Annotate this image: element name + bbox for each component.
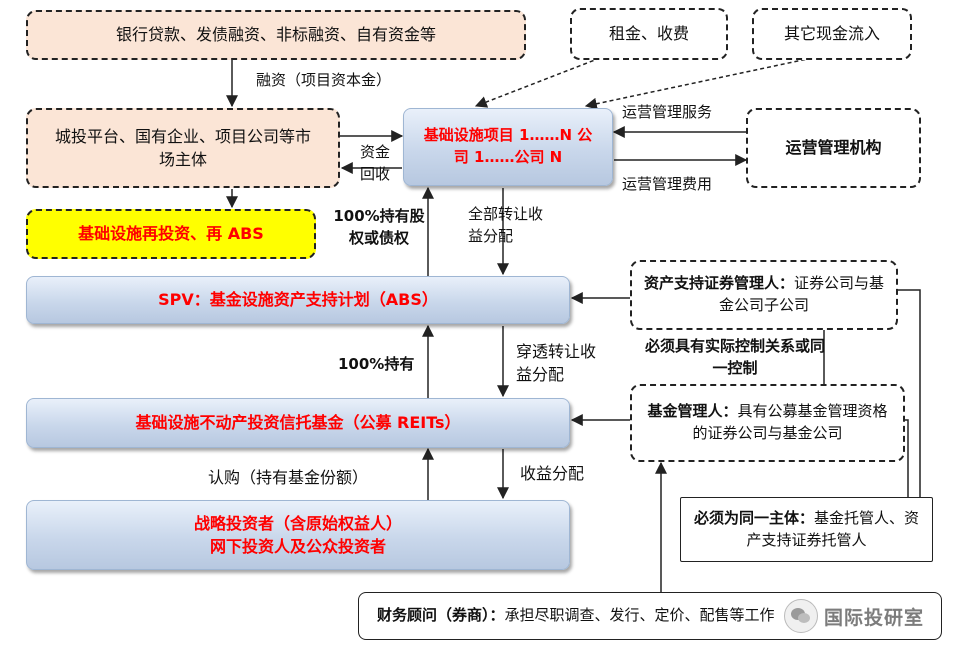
- label-fund-recovery: 资金回收: [360, 143, 391, 183]
- label-ops-fee: 运营管理费用: [622, 175, 713, 193]
- custodian-text: 必须为同一主体：基金托管人、资产支持证券托管人: [691, 508, 922, 552]
- label-transfer-all: 全部转让收益分配: [468, 205, 544, 245]
- label-financing: 融资（项目资本金）: [256, 71, 392, 89]
- wechat-icon: [784, 599, 818, 633]
- funding-sources-text: 银行贷款、发债融资、非标融资、自有资金等: [115, 25, 436, 45]
- spv-box: SPV：基金设施资产支持计划（ABS）: [26, 276, 570, 324]
- advisor-role: 财务顾问（券商）：: [377, 606, 505, 625]
- abs-manager-desc: 证券公司与基金公司子公司: [718, 274, 885, 314]
- fund-manager-box: 基金管理人：具有公募基金管理资格的证券公司与基金公司: [630, 384, 905, 462]
- fund-manager-text: 基金管理人：具有公募基金管理资格的证券公司与基金公司: [642, 401, 893, 445]
- fund-manager-role: 基金管理人：: [647, 402, 738, 421]
- other-cash-box: 其它现金流入: [752, 8, 912, 60]
- advisor-desc: 承担尽职调查、发行、定价、配售等工作: [504, 606, 775, 625]
- abs-manager-role: 资产支持证券管理人：: [643, 274, 794, 293]
- custodian-role: 必须为同一主体：: [693, 508, 814, 527]
- market-entity-text: 城投平台、国有企业、项目公司等市场主体: [54, 126, 311, 169]
- watermark: 国际投研室: [784, 596, 962, 636]
- custodian-box: 必须为同一主体：基金托管人、资产支持证券托管人: [680, 497, 933, 562]
- label-pass-through: 穿透转让收益分配: [516, 342, 597, 385]
- advisor-text: 财务顾问（券商）：承担尽职调查、发行、定价、配售等工作: [377, 605, 775, 627]
- advisor-box: 财务顾问（券商）：承担尽职调查、发行、定价、配售等工作: [358, 592, 942, 640]
- label-hold-100: 100%持有: [338, 355, 415, 373]
- label-ops-service: 运营管理服务: [622, 103, 713, 121]
- reits-fund-box: 基础设施不动产投资信托基金（公募 REITs）: [26, 398, 570, 448]
- fund-manager-desc: 具有公募基金管理资格的证券公司与基金公司: [692, 402, 888, 442]
- investors-box: 战略投资者（含原始权益人） 网下投资人及公众投资者: [26, 500, 570, 570]
- reinvest-text: 基础设施再投资、再 ABS: [78, 224, 264, 244]
- rent-fees-box: 租金、收费: [570, 8, 728, 60]
- custodian-desc: 基金托管人、资产支持证券托管人: [746, 508, 920, 549]
- other-cash-text: 其它现金流入: [783, 24, 880, 44]
- market-entity-box: 城投平台、国有企业、项目公司等市场主体: [26, 108, 340, 188]
- ops-agency-box: 运营管理机构: [746, 108, 921, 188]
- ops-agency-text: 运营管理机构: [785, 138, 882, 158]
- watermark-text: 国际投研室: [824, 606, 925, 629]
- spv-text: SPV：基金设施资产支持计划（ABS）: [158, 290, 438, 310]
- investors-line2: 网下投资人及公众投资者: [209, 537, 386, 556]
- infra-project-text: 基础设施项目 1……N 公司 1……公司 N: [423, 126, 593, 166]
- reinvest-box: 基础设施再投资、再 ABS: [26, 209, 316, 259]
- investors-line1: 战略投资者（含原始权益人）: [193, 513, 402, 533]
- label-hold-100-equity: 100%持有股权或债权: [333, 207, 425, 247]
- label-control-relation: 必须具有实际控制关系或同一控制: [644, 337, 825, 377]
- abs-manager-box: 资产支持证券管理人：证券公司与基金公司子公司: [630, 260, 898, 330]
- abs-manager-text: 资产支持证券管理人：证券公司与基金公司子公司: [642, 273, 886, 317]
- rent-fees-text: 租金、收费: [608, 24, 689, 44]
- reits-fund-text: 基础设施不动产投资信托基金（公募 REITs）: [135, 413, 461, 433]
- funding-sources-box: 银行贷款、发债融资、非标融资、自有资金等: [26, 10, 526, 60]
- label-subscribe: 认购（持有基金份额）: [208, 468, 369, 487]
- infra-project-box: 基础设施项目 1……N 公司 1……公司 N: [403, 108, 613, 186]
- label-income-distribution: 收益分配: [520, 464, 585, 483]
